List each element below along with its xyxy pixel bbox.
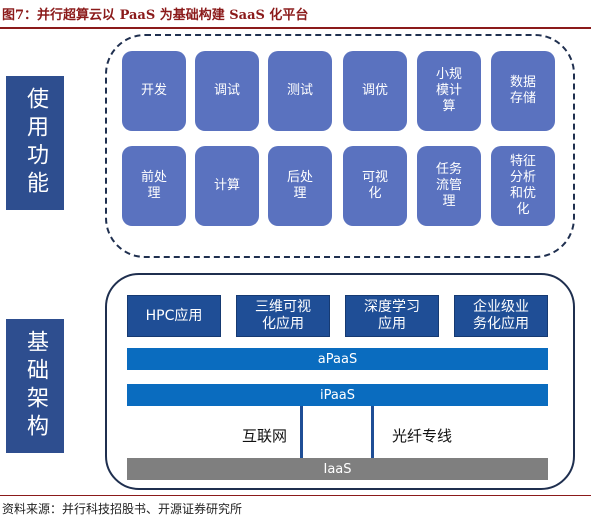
function-tile-debug: 调试 — [195, 51, 259, 131]
app-box-enterprise: 企业级业 务化应用 — [454, 295, 548, 337]
layer-ipaas: iPaaS — [127, 384, 548, 406]
layer-apaas: aPaaS — [127, 348, 548, 370]
function-tile-tune: 调优 — [343, 51, 407, 131]
side-label-functions: 使用功能 — [6, 76, 64, 210]
function-tile-preprocess: 前处 理 — [122, 146, 186, 226]
footer-rule — [0, 495, 591, 496]
app-box-3d-visualization: 三维可视 化应用 — [236, 295, 330, 337]
layer-iaas: IaaS — [127, 458, 548, 480]
app-box-hpc: HPC应用 — [127, 295, 221, 337]
function-tile-feature-analysis: 特征 分析 和优 化 — [491, 146, 555, 226]
function-tile-small-compute: 小规 模计 算 — [417, 51, 481, 131]
network-divider-right — [371, 406, 374, 458]
function-tile-compute: 计算 — [195, 146, 259, 226]
function-tile-develop: 开发 — [122, 51, 186, 131]
title-rule — [0, 27, 591, 29]
app-box-deep-learning: 深度学习 应用 — [345, 295, 439, 337]
network-divider-left — [300, 406, 303, 458]
function-tile-postprocess: 后处 理 — [268, 146, 332, 226]
figure-title: 图7：并行超算云以 PaaS 为基础构建 SaaS 化平台 — [2, 8, 309, 23]
network-label-fiber: 光纤专线 — [392, 427, 453, 445]
infrastructure-frame — [105, 273, 575, 490]
side-label-infrastructure: 基础架构 — [6, 319, 64, 453]
source-note: 资料来源：并行科技招股书、开源证券研究所 — [2, 502, 243, 516]
function-tile-test: 测试 — [268, 51, 332, 131]
network-label-internet: 互联网 — [242, 427, 288, 445]
function-tile-workflow: 任务 流管 理 — [417, 146, 481, 226]
function-tile-visualize: 可视 化 — [343, 146, 407, 226]
function-tile-data-storage: 数据 存储 — [491, 51, 555, 131]
functions-frame — [105, 34, 575, 258]
